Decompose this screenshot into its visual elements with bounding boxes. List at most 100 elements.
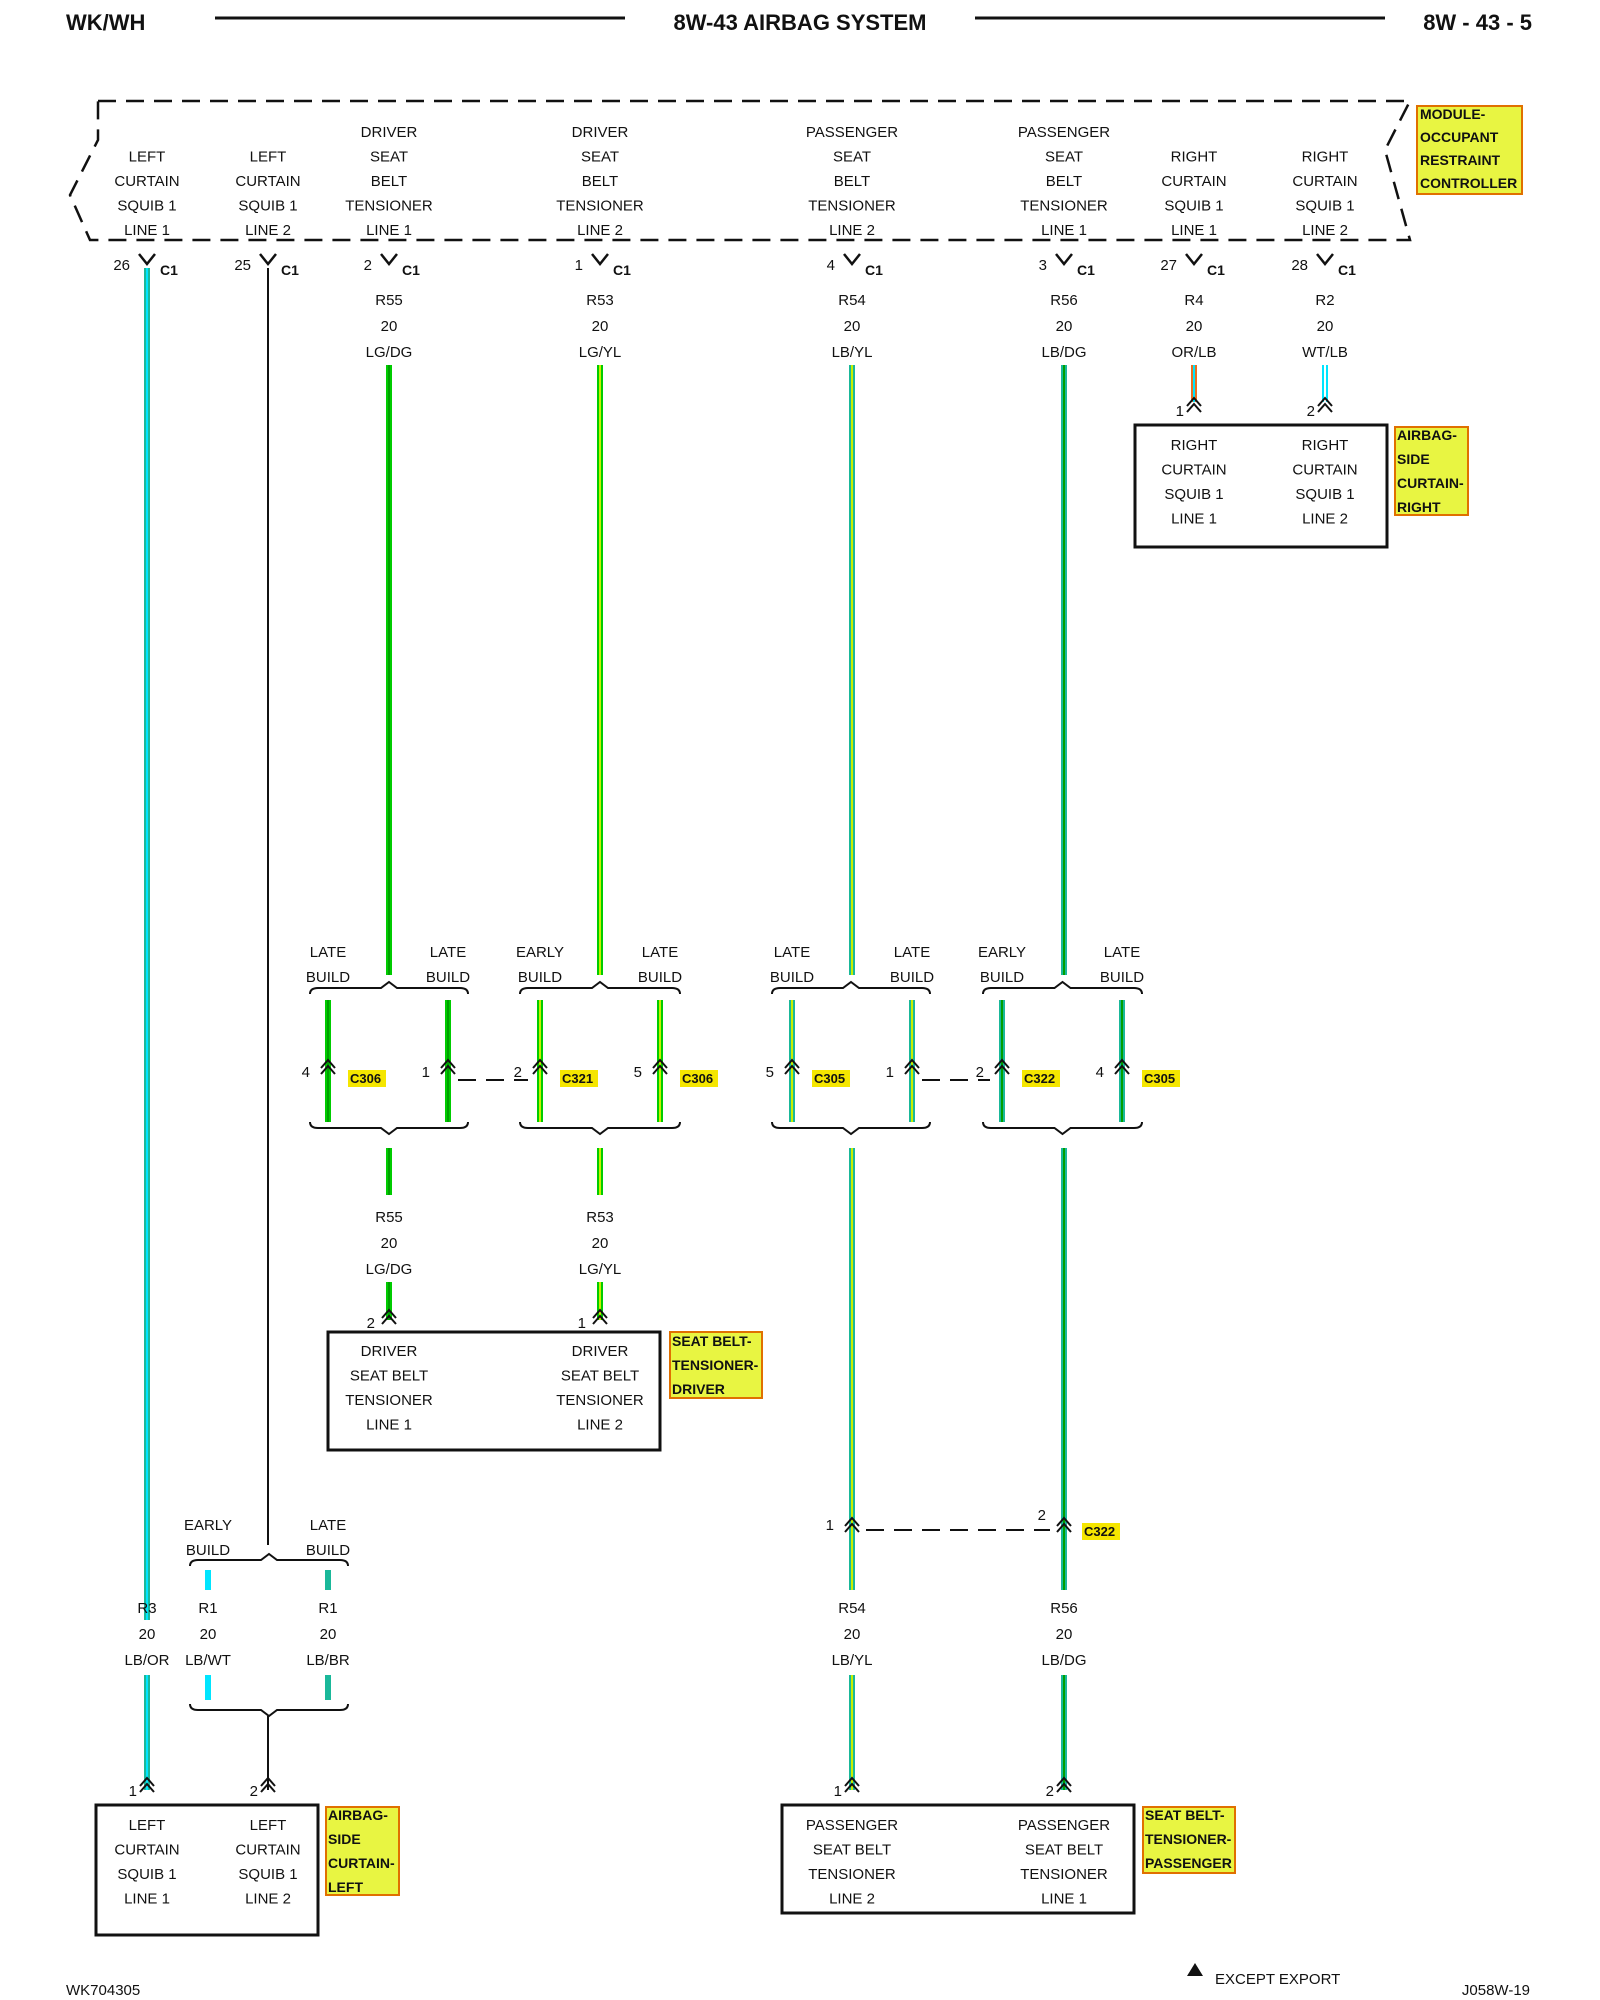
component-text: LINE 1 (366, 1417, 412, 1434)
component-text: LEFT (129, 1817, 166, 1834)
controller-pin-text: BELT (582, 173, 618, 190)
controller-pin-text: SEAT (833, 149, 871, 166)
controller-pin-text: SQUIB 1 (1164, 198, 1223, 215)
wires (138, 253, 1334, 1793)
wire-label-r1-early: LB/WT (185, 1652, 231, 1669)
bracket-join-2 (771, 1121, 931, 1136)
controller-pin-text: LINE 1 (1041, 222, 1087, 239)
controller-pin-text: TENSIONER (345, 198, 433, 215)
controller-pin-text: LINE 2 (829, 222, 875, 239)
build-label: BUILD (638, 969, 682, 986)
pin-fork (843, 253, 861, 267)
controller-pin-text: CURTAIN (235, 173, 300, 190)
controller-pin-conn: C1 (1338, 262, 1356, 278)
connector-name: C322 (1084, 1524, 1115, 1539)
connector-name: C305 (814, 1071, 845, 1086)
connector-pin: 5 (634, 1064, 642, 1081)
wire-label-r56-top: LB/DG (1041, 344, 1086, 361)
component-text: TENSIONER (556, 1392, 644, 1409)
svg-text:SEAT BELT-: SEAT BELT- (1145, 1807, 1225, 1823)
wire-label-r53-top: R53 (586, 292, 614, 309)
wire-label-r55-bot: 20 (381, 1235, 398, 1252)
connector-pin: 2 (514, 1064, 522, 1081)
pin-chevron (592, 1308, 608, 1319)
controller-pin-text: LEFT (129, 149, 166, 166)
wire-label-r56-bot: R56 (1050, 1600, 1078, 1617)
component-text: RIGHT (1171, 437, 1218, 454)
component-text: TENSIONER (345, 1392, 433, 1409)
connector-chevron (784, 1058, 800, 1069)
pin-chevron-b (139, 1782, 155, 1793)
wire-label-r56-bot: LB/DG (1041, 1652, 1086, 1669)
wire-label-r56-top: R56 (1050, 292, 1078, 309)
component-text: LINE 2 (1302, 511, 1348, 528)
controller-pin-text: DRIVER (361, 124, 418, 141)
connector-chevron-b (532, 1064, 548, 1075)
svg-text:DRIVER: DRIVER (672, 1381, 725, 1397)
svg-text:AIRBAG-: AIRBAG- (1397, 427, 1457, 443)
controller-pin-number: 26 (113, 257, 130, 274)
controller-pin-text: SQUIB 1 (1295, 198, 1354, 215)
build-late: BUILD (306, 1542, 350, 1559)
build-label: LATE (774, 944, 810, 961)
wire-label-r53-bot: 20 (592, 1235, 609, 1252)
component-pin: 2 (1046, 1783, 1054, 1800)
component-text: SEAT BELT (350, 1368, 428, 1385)
pin-chevron (1186, 396, 1202, 407)
build-label: LATE (894, 944, 930, 961)
pin-chevron-b (381, 1314, 397, 1325)
pin-fork (259, 253, 277, 267)
controller-pin-text: RIGHT (1171, 149, 1218, 166)
svg-text:PASSENGER: PASSENGER (1145, 1855, 1232, 1871)
build-late: LATE (310, 1517, 346, 1534)
controller-pin-text: CURTAIN (1161, 173, 1226, 190)
connector-chevron-b (904, 1064, 920, 1075)
component-text: LINE 2 (245, 1891, 291, 1908)
pin-chevron (1317, 396, 1333, 407)
controller-pin-conn: C1 (402, 262, 420, 278)
wire-label-r1-late: LB/BR (306, 1652, 350, 1669)
connector-chevron (904, 1058, 920, 1069)
pin-chevron (1056, 1776, 1072, 1787)
build-label: BUILD (306, 969, 350, 986)
pin-fork (138, 253, 156, 267)
svg-text:CONTROLLER: CONTROLLER (1420, 175, 1517, 191)
pin-chevron-b (592, 1314, 608, 1325)
wire-label-r55-bot: LG/DG (366, 1261, 413, 1278)
component-pin: 1 (1176, 403, 1184, 420)
wire-label-r55-top: 20 (381, 318, 398, 335)
svg-text:SIDE: SIDE (1397, 451, 1430, 467)
component-text: PASSENGER (1018, 1817, 1110, 1834)
connector-pin: 4 (1096, 1064, 1104, 1081)
connector-chevron-b (994, 1064, 1010, 1075)
controller-pin-text: PASSENGER (1018, 124, 1110, 141)
connector-name: C306 (350, 1071, 381, 1086)
controller-pin-conn: C1 (1207, 262, 1225, 278)
component-text: SQUIB 1 (238, 1866, 297, 1883)
wire-label-r3: R3 (137, 1600, 156, 1617)
component-pin: 2 (1307, 403, 1315, 420)
wire-label-r56-top: 20 (1056, 318, 1073, 335)
component-text: DRIVER (361, 1343, 418, 1360)
header-left: WK/WH (66, 10, 145, 35)
wire-label-r53-bot: LG/YL (579, 1261, 622, 1278)
controller-pin-conn: C1 (613, 262, 631, 278)
wire-label-r53-top: LG/YL (579, 344, 622, 361)
connector-chevron (994, 1058, 1010, 1069)
wire-label-r1-early: R1 (198, 1600, 217, 1617)
controller-pin-text: LINE 1 (1171, 222, 1217, 239)
svg-text:TENSIONER-: TENSIONER- (1145, 1831, 1232, 1847)
component-text: LINE 2 (577, 1417, 623, 1434)
pin-chevron-b (1186, 402, 1202, 413)
component-text: SEAT BELT (1025, 1842, 1103, 1859)
component-pin: 2 (250, 1783, 258, 1800)
connector-pin: 2 (1038, 1507, 1046, 1524)
connector-chevron-b (320, 1064, 336, 1075)
controller-pin-text: DRIVER (572, 124, 629, 141)
build-label: BUILD (1100, 969, 1144, 986)
connector-chevron-b (440, 1064, 456, 1075)
controller-pin-number: 3 (1039, 257, 1047, 274)
